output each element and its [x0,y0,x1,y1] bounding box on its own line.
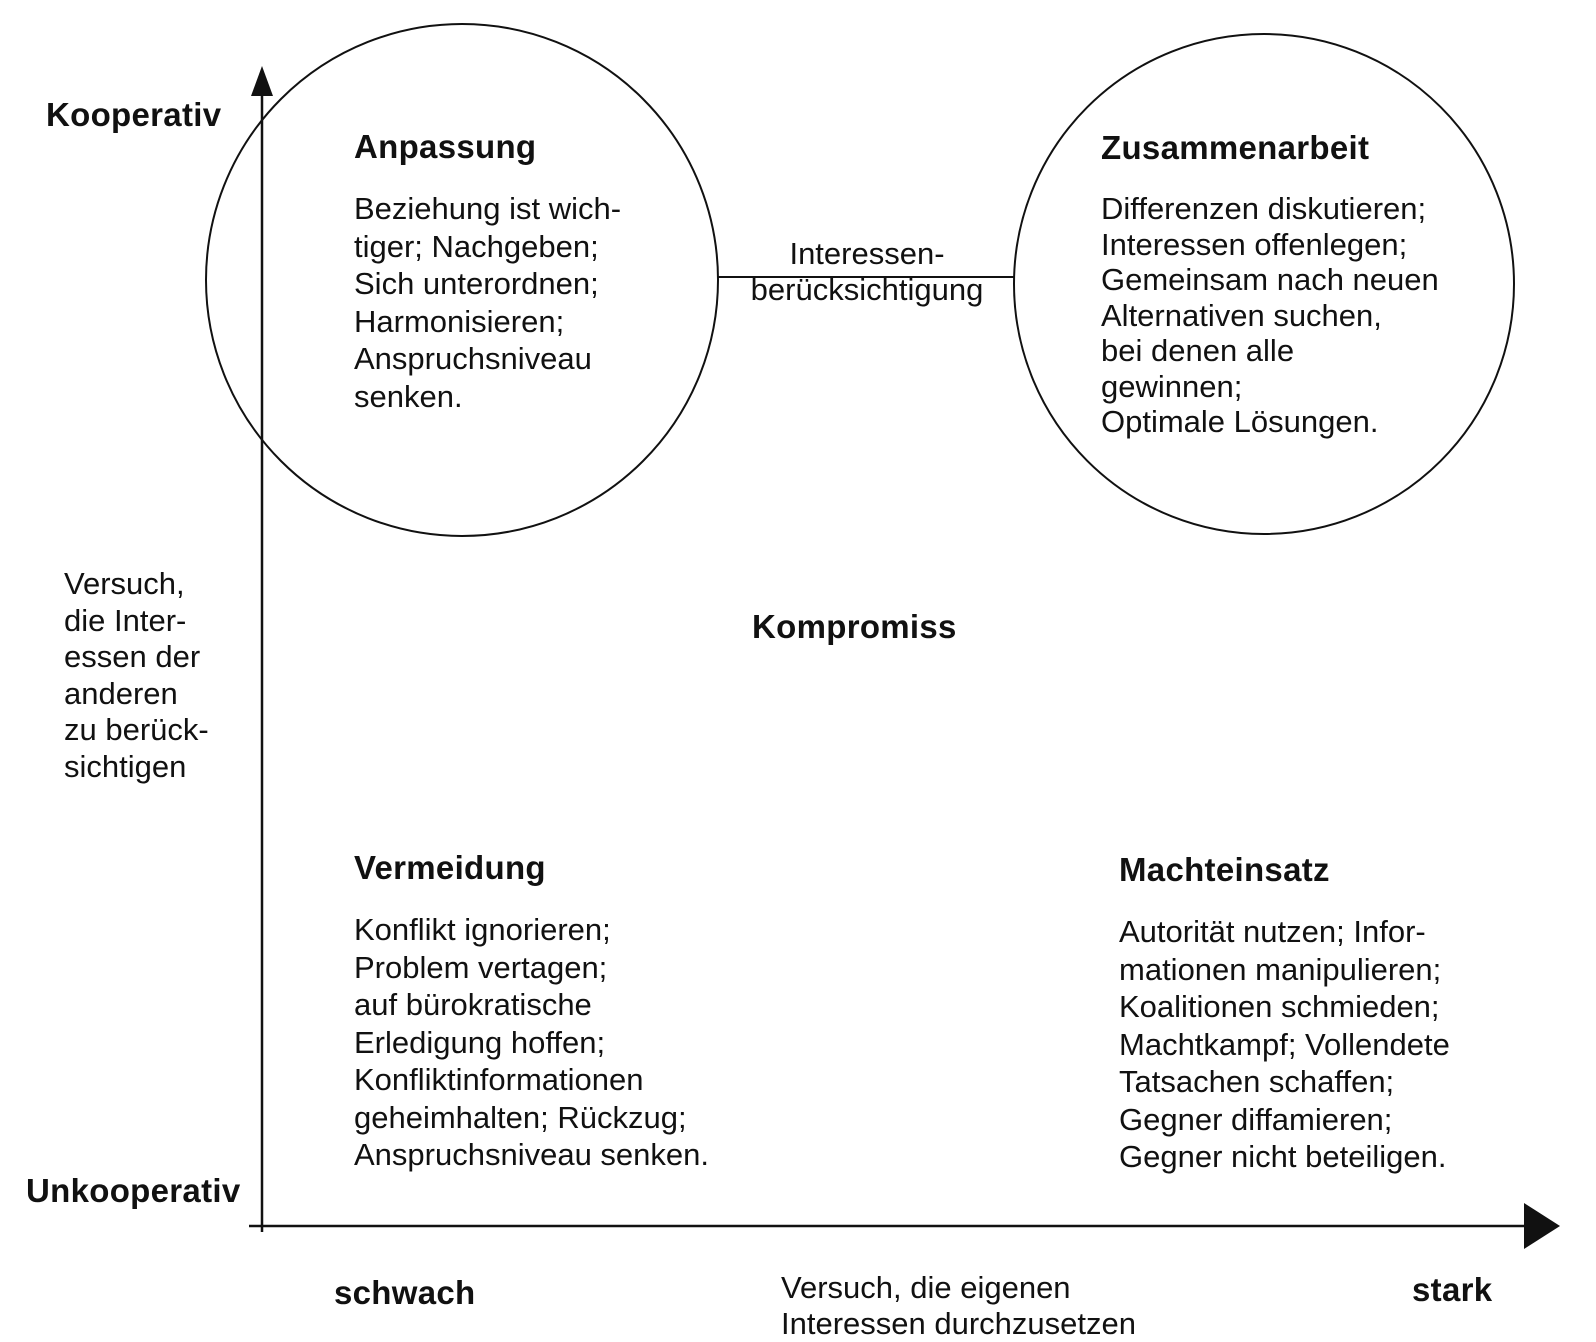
zusammenarbeit-line: Interessen offenlegen; [1101,226,1408,262]
anpassung-description: Beziehung ist wich- tiger; Nachgeben; Si… [354,190,621,415]
y-axis-description-line: die Inter- [64,602,187,638]
y-axis-description-line: zu berück- [64,712,209,747]
connector-caption-line: Interessen- [789,236,945,271]
machteinsatz-line: Gegner nicht beteiligen. [1119,1139,1447,1174]
zusammenarbeit-line: bei denen alle [1101,333,1295,368]
y-axis-description-line: essen der [64,639,201,674]
y-axis-top-label: Kooperativ [46,96,222,133]
vermeidung-title: Vermeidung [354,849,546,886]
y-axis-bottom-label: Unkooperativ [26,1172,241,1209]
zusammenarbeit-title: Zusammenarbeit [1101,129,1370,166]
anpassung-line: tiger; Nachgeben; [354,228,599,264]
machteinsatz-line: mationen manipulieren; [1119,951,1442,987]
x-axis-arrowhead [1524,1203,1560,1249]
machteinsatz-line: Tatsachen schaffen; [1119,1064,1395,1099]
zusammenarbeit-description: Differenzen diskutieren; Interessen offe… [1101,191,1439,440]
vermeidung-line: Konfliktinformationen [354,1062,644,1097]
machteinsatz-line: Gegner diffamieren; [1119,1101,1393,1137]
vermeidung-line: geheimhalten; Rückzug; [354,1099,687,1135]
vermeidung-line: Konflikt ignorieren; [354,912,611,947]
anpassung-line: Sich unterordnen; [354,266,599,301]
vermeidung-line: Problem vertagen; [354,949,608,985]
y-axis-description: Versuch, die Inter- essen der anderen zu… [64,566,209,785]
x-axis-description: Versuch, die eigenen Interessen durchzus… [781,1270,1136,1342]
machteinsatz-description: Autorität nutzen; Infor- mationen manipu… [1119,913,1450,1176]
machteinsatz-line: Machtkampf; Vollendete [1119,1026,1450,1062]
zusammenarbeit-line: Gemeinsam nach neuen [1101,262,1439,297]
zusammenarbeit-line: gewinnen; [1101,368,1243,404]
anpassung-line: senken. [354,378,463,414]
y-axis-description-line: Versuch, [64,566,185,601]
y-axis-description-line: anderen [64,675,178,711]
zusammenarbeit-line: Differenzen diskutieren; [1101,191,1427,226]
zusammenarbeit-line: Optimale Lösungen. [1101,404,1379,439]
x-axis-right-label: stark [1412,1271,1493,1308]
vermeidung-line: auf bürokratische [354,987,592,1022]
anpassung-line: Anspruchsniveau [354,341,592,376]
machteinsatz-line: Koalitionen schmieden; [1119,989,1440,1024]
y-axis-arrowhead [251,66,273,96]
machteinsatz-line: Autorität nutzen; Infor- [1119,914,1426,949]
zusammenarbeit-line: Alternativen suchen, [1101,297,1382,333]
x-axis-left-label: schwach [334,1274,476,1311]
y-axis-description-line: sichtigen [64,748,187,784]
connector-caption: Interessen- berücksichtigung [734,236,1000,308]
machteinsatz-title: Machteinsatz [1119,851,1330,888]
zusammenarbeit-circle [1013,33,1515,535]
x-axis-description-line: Interessen durchzusetzen [781,1306,1136,1341]
x-axis-description-line: Versuch, die eigenen [781,1270,1071,1305]
anpassung-circle [205,23,719,537]
vermeidung-description: Konflikt ignorieren; Problem vertagen; a… [354,911,709,1174]
anpassung-line: Harmonisieren; [354,303,565,339]
kompromiss-title: Kompromiss [752,608,957,645]
anpassung-title: Anpassung [354,128,537,165]
vermeidung-line: Anspruchsniveau senken. [354,1137,710,1172]
anpassung-line: Beziehung ist wich- [354,191,622,226]
vermeidung-line: Erledigung hoffen; [354,1024,606,1060]
connector-caption-line: berücksichtigung [750,272,984,307]
